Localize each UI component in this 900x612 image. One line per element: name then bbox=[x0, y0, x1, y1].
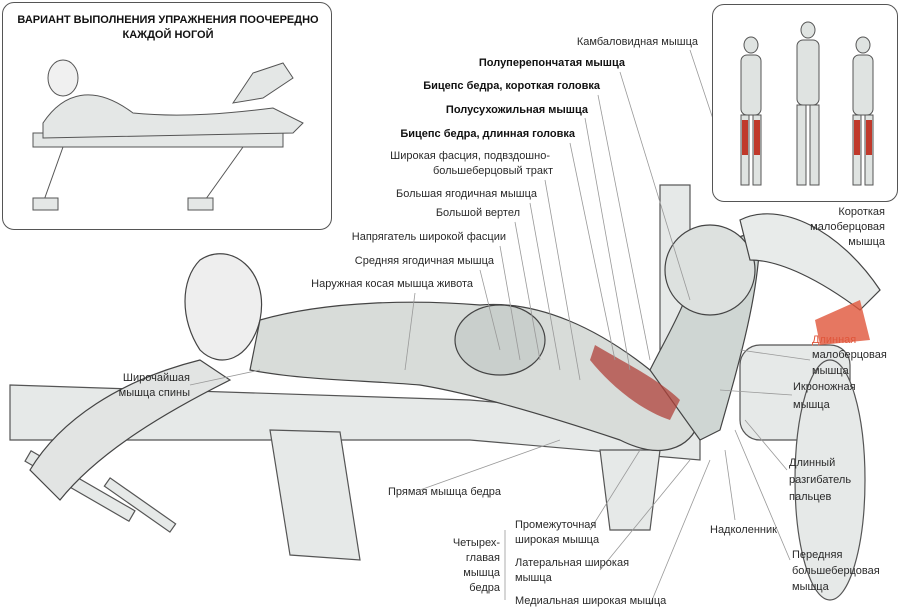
inset-illustration bbox=[32, 59, 304, 211]
muscle-figures bbox=[740, 21, 874, 186]
label-semimembranosus: Полуперепончатая мышца bbox=[478, 57, 625, 69]
inset-title-line1: ВАРИАНТ ВЫПОЛНЕНИЯ УПРАЖНЕНИЯ ПООЧЕРЕДНО bbox=[17, 14, 319, 26]
label-medialis: Медиальная широкая мышца bbox=[515, 595, 667, 607]
variant-inset: ВАРИАНТ ВЫПОЛНЕНИЯ УПРАЖНЕНИЯ ПООЧЕРЕДНО… bbox=[2, 2, 332, 230]
label-tibialis-1: Передняя bbox=[792, 549, 843, 561]
label-peroneus-brevis-2: малоберцовая bbox=[810, 221, 885, 233]
label-extensor-2: разгибатель bbox=[789, 474, 852, 486]
inset-title-line2: КАЖДОЙ НОГОЙ bbox=[122, 29, 214, 41]
label-latissimus-2: мышца спины bbox=[118, 387, 190, 399]
highlighted-muscles bbox=[590, 345, 680, 420]
label-quadriceps-2: главая bbox=[465, 552, 500, 564]
leader-lines bbox=[189, 49, 811, 606]
label-lateralis-2: мышца bbox=[515, 572, 552, 584]
muscle-map-inset bbox=[712, 4, 898, 202]
label-semitendinosus: Полусухожильная мышца bbox=[445, 104, 588, 116]
label-fascia-lata-1: Широкая фасция, подвздошно- bbox=[390, 150, 550, 162]
label-gastrocnemius-1: Икроножная bbox=[793, 381, 856, 393]
label-peroneus-longus-2: малоберцовая bbox=[812, 349, 887, 361]
label-quadriceps-3: мышца bbox=[463, 567, 500, 579]
label-tibialis-2: большеберцовая bbox=[792, 565, 880, 577]
label-greater-trochanter: Большой вертел bbox=[435, 207, 520, 219]
label-peroneus-brevis-1: Короткая bbox=[838, 206, 885, 218]
label-patella: Надколенник bbox=[710, 524, 777, 536]
label-extensor-1: Длинный bbox=[789, 457, 836, 469]
label-rectus-femoris: Прямая мышца бедра bbox=[388, 486, 502, 498]
label-intermedius-2: широкая мышца bbox=[515, 534, 600, 546]
label-biceps-long-head: Бицепс бедра, длинная головка bbox=[400, 128, 575, 140]
label-lateralis-1: Латеральная широкая bbox=[515, 557, 630, 569]
label-gluteus-maximus: Большая ягодичная мышца bbox=[395, 188, 537, 200]
direction-arrow bbox=[815, 300, 870, 345]
label-peroneus-longus-3: мышца bbox=[812, 365, 849, 377]
label-soleus: Камбаловидная мышца bbox=[576, 36, 698, 48]
label-fascia-lata-2: большеберцовый тракт bbox=[432, 165, 553, 177]
label-quadriceps-1: Четырех- bbox=[452, 537, 500, 549]
label-gluteus-medius: Средняя ягодичная мышца bbox=[354, 255, 494, 267]
label-peroneus-longus-1: Длинная bbox=[812, 334, 857, 346]
label-quadriceps-4: бедра bbox=[469, 582, 500, 594]
label-tensor-fasciae-latae: Напрягатель широкой фасции bbox=[351, 231, 506, 243]
body-figure bbox=[29, 213, 881, 501]
label-intermedius-1: Промежуточная bbox=[515, 519, 597, 531]
label-biceps-short-head: Бицепс бедра, короткая головка bbox=[423, 80, 600, 92]
label-external-oblique: Наружная косая мышца живота bbox=[311, 278, 473, 290]
inset-title: ВАРИАНТ ВЫПОЛНЕНИЯ УПРАЖНЕНИЯ ПООЧЕРЕДНО… bbox=[3, 13, 333, 43]
label-gastrocnemius-2: мышца bbox=[793, 399, 830, 411]
label-extensor-3: пальцев bbox=[789, 491, 832, 503]
label-latissimus-1: Широчайшая bbox=[122, 372, 190, 384]
label-tibialis-3: мышца bbox=[792, 581, 829, 593]
label-peroneus-brevis-3: мышца bbox=[848, 236, 885, 248]
